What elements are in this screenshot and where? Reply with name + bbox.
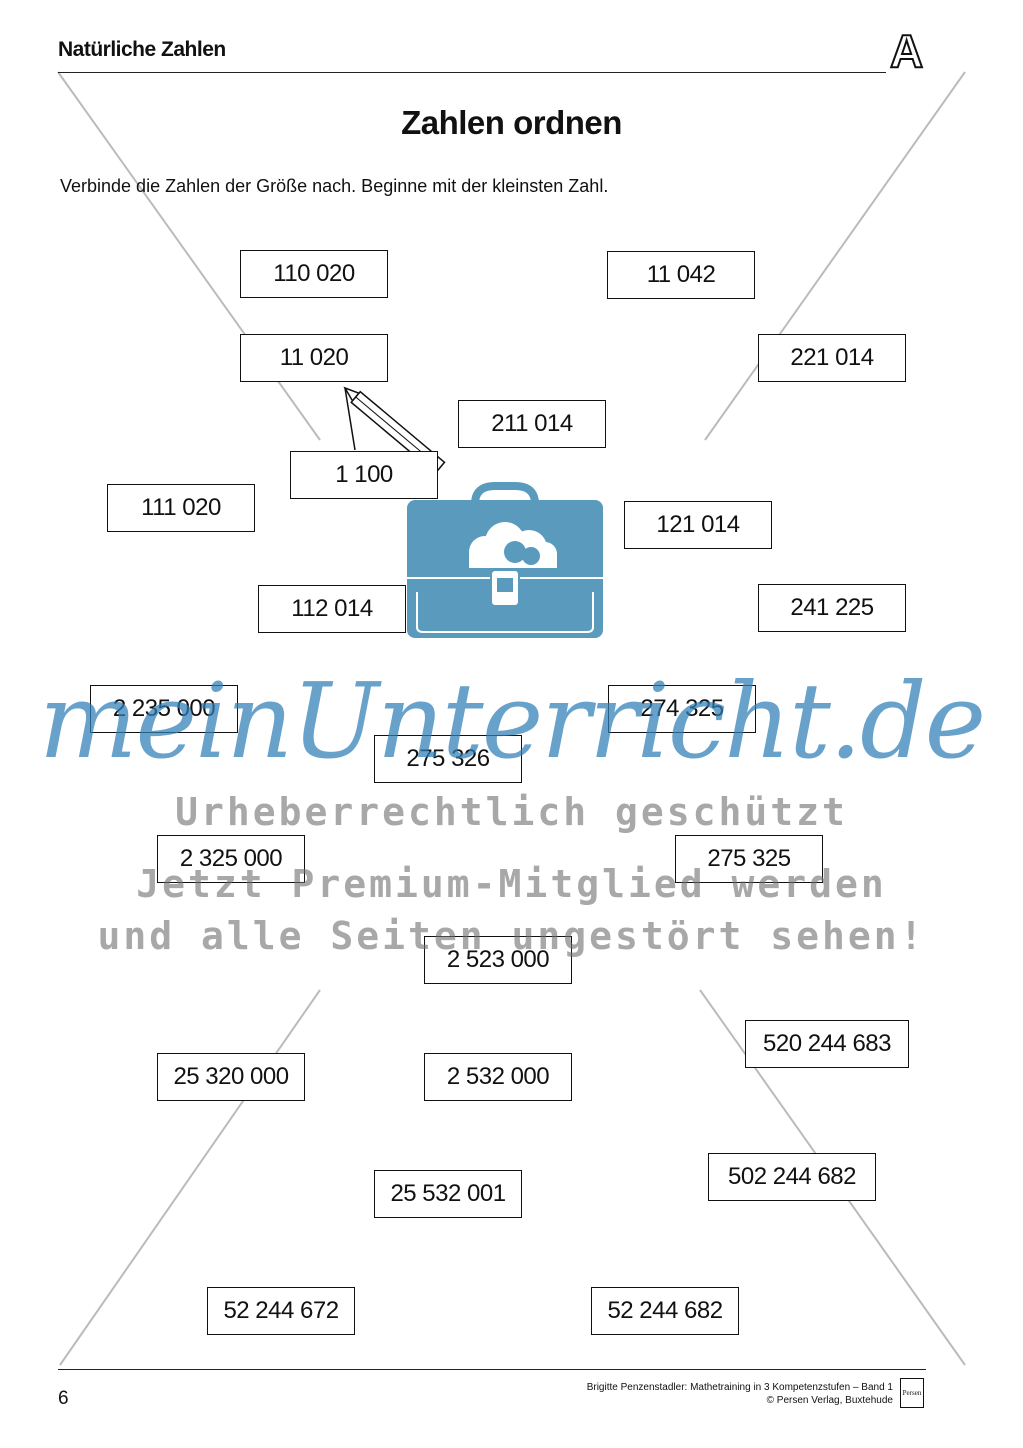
number-card[interactable]: 2 532 000 [424,1053,572,1101]
publisher-logo: Persen [900,1378,924,1408]
watermark-logo: meinUnterricht.de [38,660,986,782]
instruction-text: Verbinde die Zahlen der Größe nach. Begi… [60,176,609,196]
number-card[interactable]: 11 020 [240,334,388,382]
number-card[interactable]: 52 244 672 [207,1287,355,1335]
watermark-copyright: Urheberrechtlich geschützt [175,790,848,834]
watermark-pages: und alle Seiten ungestört sehen! [97,914,926,958]
number-card[interactable]: 110 020 [240,250,388,298]
number-card[interactable]: 11 042 [607,251,755,299]
number-card[interactable]: 2 523 000 [424,936,572,984]
number-card[interactable]: 2 325 000 [157,835,305,883]
number-card[interactable]: 275 325 [675,835,823,883]
watermark-premium: Jetzt Premium-Mitglied werden [136,862,887,906]
credit-line-2: © Persen Verlag, Buxtehude [766,1395,893,1406]
number-card[interactable]: 241 225 [758,584,906,632]
number-card[interactable]: 211 014 [458,400,606,448]
section-title: Natürliche Zahlen [58,38,226,61]
level-badge: A [889,25,924,77]
number-card[interactable]: 2 235 000 [90,685,238,733]
number-card[interactable]: 275 326 [374,735,522,783]
header-divider [58,72,886,73]
number-card[interactable]: 112 014 [258,585,406,633]
number-card[interactable]: 502 244 682 [708,1153,876,1201]
number-card[interactable]: 221 014 [758,334,906,382]
schoolbag-icon [407,482,603,638]
credit-line-1: Brigitte Penzenstadler: Mathetraining in… [586,1382,893,1393]
page-number: 6 [58,1388,69,1409]
number-card[interactable]: 25 320 000 [157,1053,305,1101]
number-card[interactable]: 25 532 001 [374,1170,522,1218]
footer-divider [58,1369,926,1370]
number-card[interactable]: 1 100 [290,451,438,499]
number-card[interactable]: 52 244 682 [591,1287,739,1335]
number-card[interactable]: 111 020 [107,484,255,532]
number-card[interactable]: 121 014 [624,501,772,549]
number-card[interactable]: 520 244 683 [745,1020,909,1068]
number-card[interactable]: 274 325 [608,685,756,733]
credit-text: Brigitte Penzenstadler: Mathetraining in… [587,1381,893,1407]
page-title: Zahlen ordnen [401,104,622,141]
